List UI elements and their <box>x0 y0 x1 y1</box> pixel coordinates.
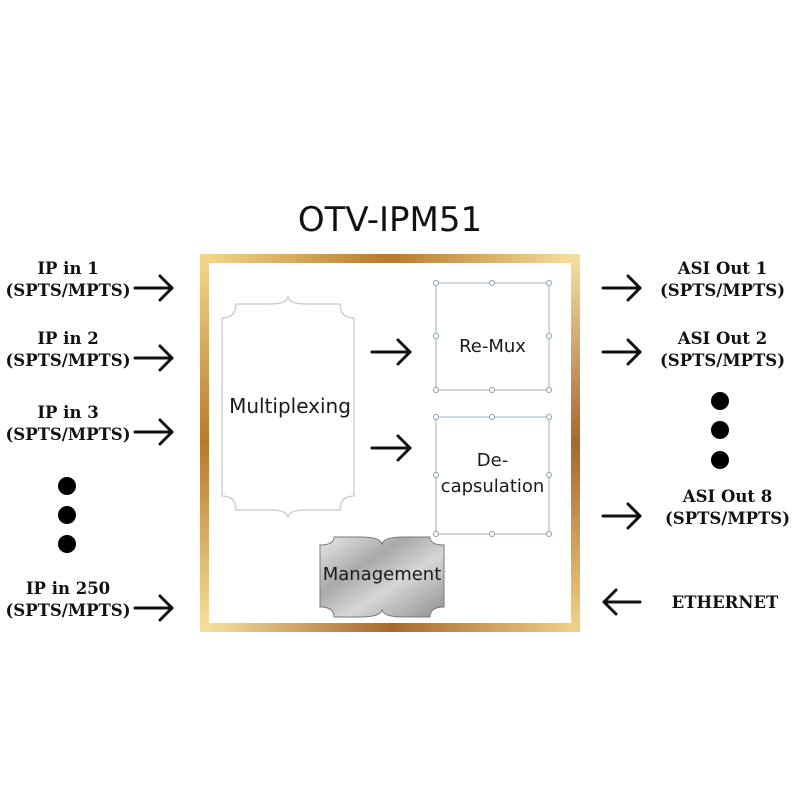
output-label-2: ASI Out 2 (SPTS/MPTS) <box>650 328 795 372</box>
output-ellipsis-dot <box>711 451 729 469</box>
input-250-type: (SPTS/MPTS) <box>5 601 131 620</box>
multiplexing-label: Multiplexing <box>229 394 351 418</box>
output-1-name: ASI Out 1 <box>677 259 768 278</box>
output-arrow-1 <box>601 274 642 302</box>
input-2-type: (SPTS/MPTS) <box>5 351 131 370</box>
decapsulation-label-line1: De- <box>476 450 509 471</box>
remux-box <box>433 280 552 393</box>
input-label-1: IP in 1 (SPTS/MPTS) <box>2 258 134 302</box>
input-2-name: IP in 2 <box>37 329 99 348</box>
output-label-1: ASI Out 1 (SPTS/MPTS) <box>650 258 795 302</box>
input-arrow-2 <box>133 344 174 372</box>
multiplexing-box <box>221 295 355 519</box>
ethernet-arrow <box>602 588 642 616</box>
output-arrow-2 <box>601 338 642 366</box>
input-ellipsis-dot <box>58 535 76 553</box>
management-plaque <box>319 536 445 618</box>
input-arrow-3 <box>133 418 174 446</box>
output-8-type: (SPTS/MPTS) <box>664 509 791 528</box>
arrow-to-remux <box>370 338 412 366</box>
input-arrow-1 <box>133 274 174 302</box>
output-2-name: ASI Out 2 <box>677 329 768 348</box>
decapsulation-box <box>433 414 552 537</box>
decapsulation-label: De- capsulation <box>436 448 549 500</box>
output-2-type: (SPTS/MPTS) <box>659 351 786 370</box>
input-ellipsis-dot <box>58 506 76 524</box>
input-ellipsis-dot <box>58 477 76 495</box>
ethernet-label: ETHERNET <box>671 593 779 612</box>
input-1-name: IP in 1 <box>37 259 99 278</box>
output-arrow-8 <box>601 502 642 530</box>
input-3-name: IP in 3 <box>37 403 99 422</box>
output-8-name: ASI Out 8 <box>682 487 773 506</box>
diagram-title: OTV-IPM51 <box>297 200 483 240</box>
decapsulation-label-line2: capsulation <box>440 476 545 497</box>
output-ellipsis-dot <box>711 421 729 439</box>
input-label-2: IP in 2 (SPTS/MPTS) <box>2 328 134 372</box>
input-label-250: IP in 250 (SPTS/MPTS) <box>2 578 134 622</box>
management-label: Management <box>322 564 442 585</box>
output-1-type: (SPTS/MPTS) <box>659 281 786 300</box>
input-arrow-250 <box>133 594 174 622</box>
input-3-type: (SPTS/MPTS) <box>5 425 131 444</box>
input-label-3: IP in 3 (SPTS/MPTS) <box>2 402 134 446</box>
input-250-name: IP in 250 <box>25 579 111 598</box>
input-1-type: (SPTS/MPTS) <box>5 281 131 300</box>
remux-label: Re-Mux <box>459 336 526 357</box>
output-ellipsis-dot <box>711 392 729 410</box>
output-label-8: ASI Out 8 (SPTS/MPTS) <box>655 486 800 530</box>
arrow-to-decapsulation <box>370 434 412 462</box>
